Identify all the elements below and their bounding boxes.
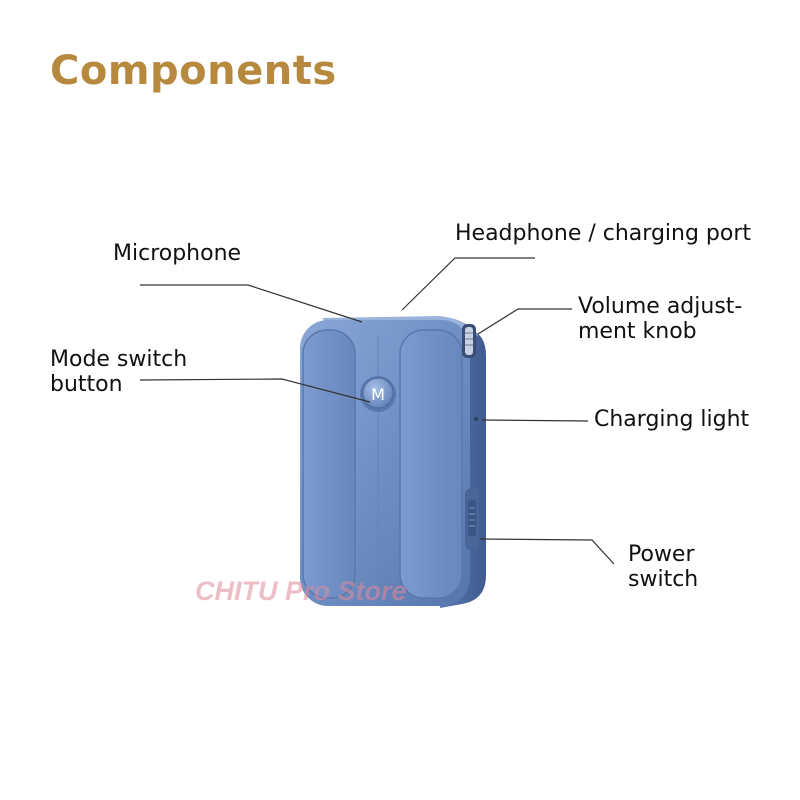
label-power-switch-line1: Power: [628, 542, 695, 567]
label-power-switch-line2: switch: [628, 567, 699, 592]
label-volume-knob-line2: ment knob: [578, 319, 697, 344]
label-volume-knob-line1: Volume adjust-: [578, 294, 743, 319]
page-title: Components: [50, 48, 337, 94]
device-left-panel: [302, 329, 356, 599]
leader-volume-knob: [477, 308, 572, 335]
charging-light: [474, 417, 478, 421]
label-headphone-port: Headphone / charging port: [455, 221, 752, 246]
leader-microphone: [140, 284, 363, 323]
power-switch: [465, 488, 479, 550]
volume-knob: [462, 324, 476, 358]
device: M: [300, 316, 486, 608]
leader-charging-light: [481, 419, 589, 422]
leader-lines: [139, 257, 615, 565]
leader-mode-switch: [139, 378, 371, 403]
mode-switch-button: M: [360, 376, 396, 412]
label-volume-knob: Volume adjust- ment knob: [578, 294, 742, 344]
label-charging-light: Charging light: [594, 407, 750, 432]
store-watermark: CHITU Pro Store: [195, 576, 407, 606]
label-power-switch: Power switch: [628, 542, 698, 592]
label-mode-switch-line2: button: [50, 372, 123, 397]
leader-headphone-port: [401, 257, 535, 311]
label-mode-switch-line1: Mode switch: [50, 347, 188, 372]
device-right-panel: [399, 329, 463, 599]
label-microphone: Microphone: [113, 241, 242, 266]
leader-power-switch: [479, 538, 615, 565]
label-mode-switch: Mode switch button: [50, 347, 187, 397]
mode-button-letter: M: [371, 385, 385, 404]
